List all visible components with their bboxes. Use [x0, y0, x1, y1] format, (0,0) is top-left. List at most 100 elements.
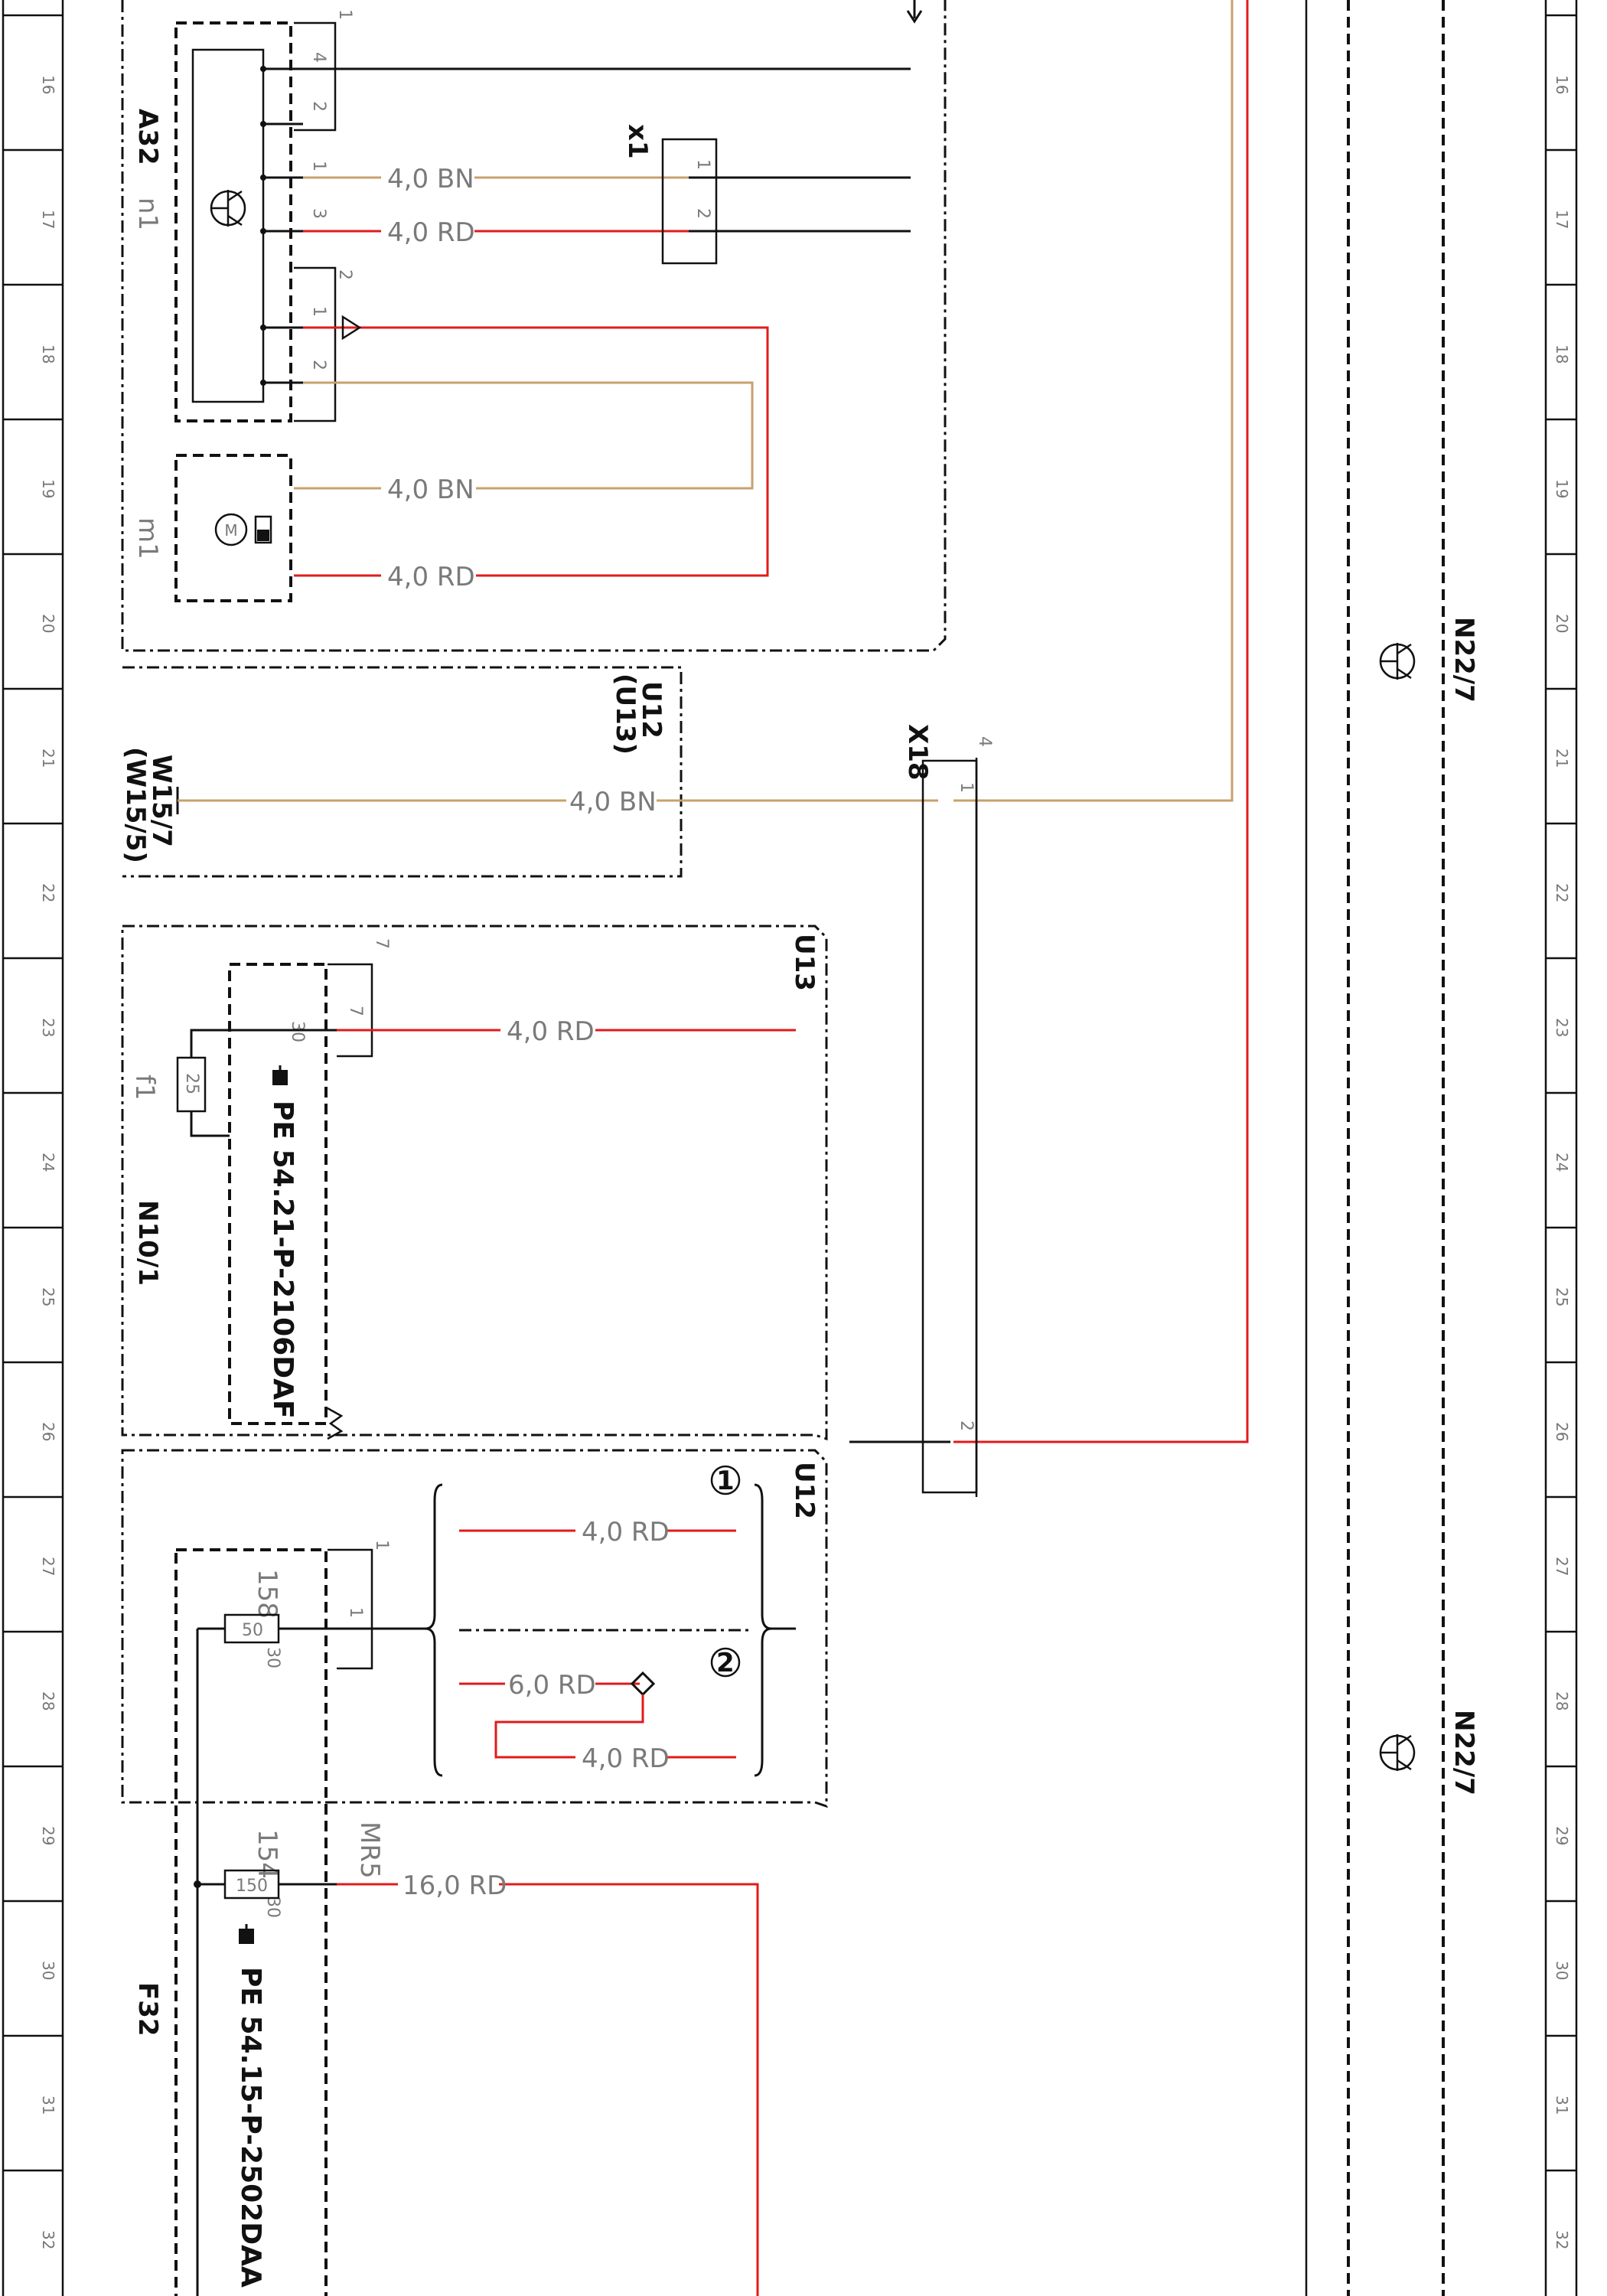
- svg-text:M: M: [224, 521, 237, 540]
- block-a32: [121, 0, 947, 652]
- label-W15-7: W15/7: [146, 755, 177, 847]
- grid-label-right: 17: [1553, 210, 1571, 229]
- fuse-158-rating: 50: [242, 1621, 263, 1640]
- pin-x18-top: 4: [975, 736, 994, 747]
- grid-label-right: 30: [1553, 1961, 1571, 1980]
- wire-label-rd-u13: 4,0 RD: [507, 1016, 595, 1047]
- wire-label-rd-a: 4,0 RD: [387, 217, 475, 248]
- triangle-icon: [341, 315, 362, 341]
- wire-label-rd-v2b: 4,0 RD: [582, 1743, 670, 1774]
- pe-ref-n10: PE 54.21-P-2106DAF: [267, 1101, 298, 1419]
- wire-label-rd-v1: 4,0 RD: [582, 1517, 670, 1548]
- block-w15: [122, 666, 683, 878]
- variant-2: 2: [716, 1648, 735, 1678]
- connector-a32-1: [294, 21, 337, 422]
- fuse-f1: [176, 1029, 337, 1137]
- grid-label-right: 18: [1553, 344, 1571, 364]
- label-X18: X18: [902, 724, 933, 781]
- label-W15-5: (W15/5): [120, 747, 151, 863]
- arrow-down-icon: [906, 0, 923, 24]
- grid-label-right: 16: [1553, 75, 1571, 94]
- grid-label-right: 19: [1553, 479, 1571, 498]
- pin-u13-7b: 7: [346, 1006, 365, 1016]
- wire-bn-vertical: [953, 0, 1234, 802]
- block-u13: [121, 925, 828, 1441]
- pin-x1-2: 2: [693, 208, 712, 219]
- grid-label-left: 27: [39, 1557, 57, 1576]
- wire-rd-v2b: [494, 1694, 736, 1759]
- wire-label-rd-m: 4,0 RD: [387, 562, 475, 592]
- connector-x1: [661, 138, 911, 265]
- right-grid-strip: [1544, 0, 1578, 2296]
- label-N10-1: N10/1: [132, 1200, 163, 1286]
- grid-label-left: 26: [39, 1422, 57, 1441]
- hand-pointer-icon-f32: [239, 1924, 254, 1944]
- wire-label-bn-m: 4,0 BN: [387, 475, 474, 505]
- wire-label-bn-w: 4,0 BN: [569, 787, 657, 817]
- bracket-right: [754, 1483, 796, 1777]
- label-N22-7-a: N22/7: [1449, 617, 1479, 703]
- fuse-f1-rating: 25: [182, 1073, 201, 1094]
- grid-label-left: 31: [39, 2095, 57, 2115]
- grid-label-right: 28: [1553, 1691, 1571, 1711]
- label-U12-upper: U12: [636, 681, 667, 739]
- grid-label-left: 29: [39, 1826, 57, 1845]
- pin-a-plug1: 1: [335, 9, 354, 20]
- fuse-154-rating: 150: [236, 1877, 268, 1896]
- motor-icon: M: [214, 513, 272, 546]
- pin-u13-7a: 7: [372, 938, 391, 949]
- wire-rd-vertical: [953, 0, 1249, 1443]
- wire-rd-main: [337, 1883, 759, 2296]
- pin-f32-30: 30: [263, 1896, 282, 1918]
- grid-label-right: 32: [1553, 2230, 1571, 2249]
- wire-label-rd-v2a: 6,0 RD: [508, 1670, 596, 1701]
- variant-2-circle: [710, 1647, 741, 1678]
- variant-1: 1: [716, 1466, 735, 1496]
- block-u12: [121, 1449, 828, 2296]
- label-MR5: MR5: [354, 1821, 385, 1879]
- grid-label-left: 17: [39, 210, 57, 229]
- pin-u12-30: 30: [263, 1647, 282, 1668]
- grid-label-right: 31: [1553, 2095, 1571, 2115]
- pin-u13-30: 30: [288, 1021, 307, 1042]
- grid-ticks: [3, 14, 1576, 2172]
- connector-x18: [921, 758, 978, 1497]
- pin-a-q1: 1: [309, 306, 328, 317]
- wire-bn-q2: [303, 381, 754, 490]
- variant-1-circle: [710, 1465, 741, 1495]
- label-N22-7-b: N22/7: [1449, 1710, 1479, 1795]
- grid-label-left: 18: [39, 344, 57, 364]
- grid-label-left: 23: [39, 1018, 57, 1037]
- label-U13: U13: [789, 934, 820, 991]
- pin-a-p2: 2: [309, 101, 328, 112]
- pin-x18-1: 1: [957, 782, 976, 793]
- grid-label-right: 20: [1553, 614, 1571, 633]
- label-U13-paren: (U13): [610, 673, 641, 755]
- grid-label-left: 20: [39, 614, 57, 633]
- grid-label-right: 21: [1553, 748, 1571, 768]
- label-f1: f1: [129, 1075, 160, 1101]
- pin-a-q2: 2: [309, 360, 328, 370]
- pin-a-p4: 4: [309, 52, 328, 63]
- grid-label-right: 22: [1553, 883, 1571, 902]
- grid-label-left: 25: [39, 1287, 57, 1306]
- fuse-154: [194, 1869, 337, 1900]
- grid-label-left: 30: [39, 1961, 57, 1980]
- wire-rd-q1: [303, 326, 769, 577]
- pe-ref-f32: PE 54.15-P-2502DAA: [235, 1967, 266, 2288]
- pin-a-plug2: 2: [335, 269, 354, 280]
- grid-label-left: 21: [39, 748, 57, 768]
- pin-x18-2: 2: [957, 1420, 976, 1431]
- internal-stubs: [260, 66, 303, 386]
- transistor-icon-n22-b: [1379, 1734, 1416, 1771]
- pin-u12-1a: 1: [372, 1540, 391, 1551]
- grid-label-left: 24: [39, 1153, 57, 1172]
- grid-label-right: 25: [1553, 1287, 1571, 1306]
- transistor-icon-n22-a: [1379, 643, 1416, 680]
- grid-label-left: 32: [39, 2230, 57, 2249]
- grid-label-right: 23: [1553, 1018, 1571, 1037]
- wire-label-bn-a: 4,0 BN: [387, 164, 474, 194]
- hand-pointer-icon-n10: [272, 1065, 288, 1085]
